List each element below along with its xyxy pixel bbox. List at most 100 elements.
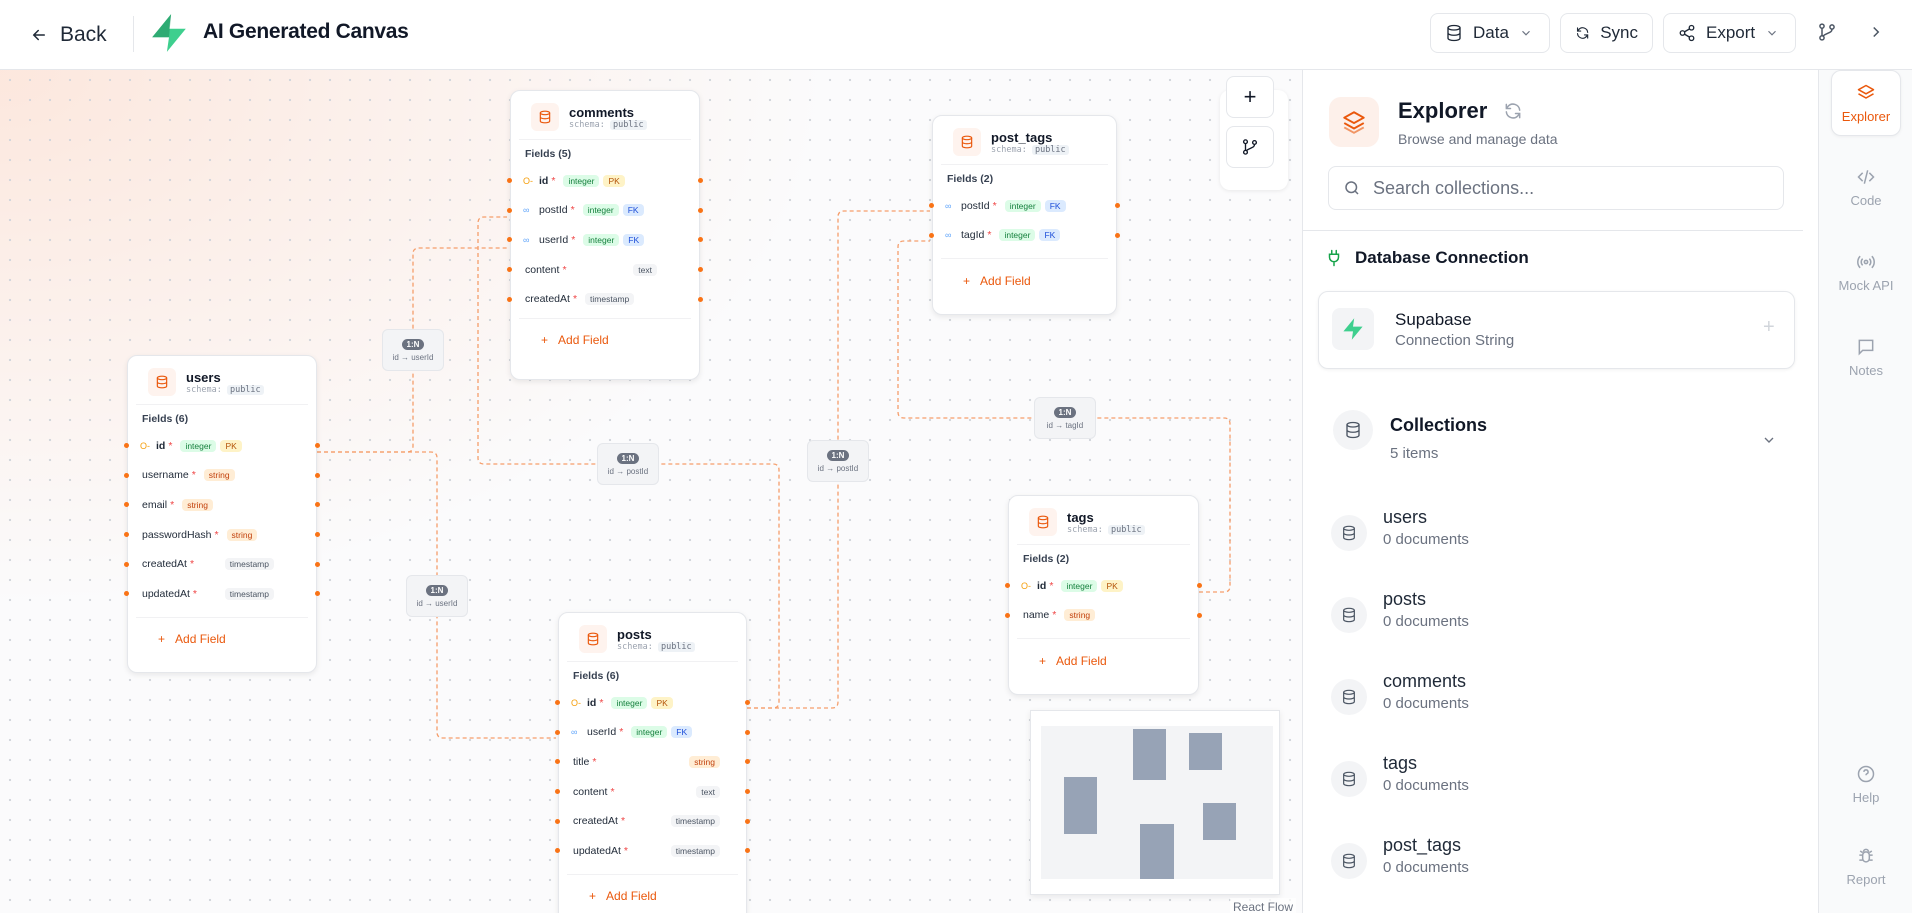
- collection-item-comments[interactable]: comments 0 documents: [1331, 669, 1781, 729]
- canvas-controls: +: [1220, 76, 1288, 190]
- plus-icon: +: [1243, 84, 1257, 109]
- database-icon: [1333, 410, 1373, 450]
- chevron-right-icon[interactable]: [1867, 23, 1885, 41]
- collection-item-post-tags[interactable]: post_tags 0 documents: [1331, 833, 1781, 893]
- field-row[interactable]: createdAt*timestamp: [507, 284, 703, 314]
- rail-notes[interactable]: Notes: [1831, 324, 1901, 390]
- search-input[interactable]: Search collections...: [1328, 166, 1784, 210]
- chevron-down-icon[interactable]: [1761, 432, 1777, 448]
- rail-report[interactable]: Report: [1831, 833, 1901, 899]
- data-dropdown-button[interactable]: Data: [1430, 13, 1550, 53]
- back-button[interactable]: Back: [30, 20, 107, 50]
- add-field-button[interactable]: +Add Field: [567, 873, 738, 913]
- field-row[interactable]: createdAt*timestamp: [124, 549, 320, 579]
- field-row[interactable]: name*string: [1005, 601, 1202, 631]
- schema-name: public: [226, 384, 264, 395]
- collection-name: users: [1383, 507, 1428, 527]
- schema-canvas[interactable]: 1:N id → userId 1:N id → postId 1:N id →…: [0, 70, 1302, 913]
- edge-label[interactable]: 1:N id → postId: [597, 443, 659, 485]
- key-icon: O‑: [571, 697, 581, 708]
- field-row[interactable]: title*string: [555, 747, 750, 777]
- edge-label[interactable]: 1:N id → postId: [807, 440, 869, 482]
- react-flow-attribution[interactable]: React Flow: [1230, 898, 1297, 913]
- collections-title[interactable]: Collections: [1390, 415, 1488, 435]
- field-row[interactable]: updatedAt*timestamp: [555, 836, 750, 866]
- field-row[interactable]: updatedAt*timestamp: [124, 579, 320, 609]
- supabase-connection-card[interactable]: Supabase Connection String +: [1318, 291, 1795, 369]
- app-title: AI Generated Canvas: [203, 20, 409, 43]
- minimap-node: [1140, 824, 1174, 879]
- field-row[interactable]: content*text: [507, 255, 703, 285]
- table-node-post-tags[interactable]: post_tags schema: public Fields (2) ∞pos…: [929, 115, 1120, 315]
- cardinality-badge: 1:N: [401, 338, 425, 350]
- rail-mock-api[interactable]: Mock API: [1831, 239, 1901, 305]
- table-name: posts: [617, 626, 652, 642]
- rail-mock-api-label: Mock API: [1838, 277, 1894, 293]
- connection-name: Supabase: [1395, 310, 1472, 329]
- add-field-button[interactable]: +Add Field: [1017, 638, 1190, 682]
- sync-button[interactable]: Sync: [1560, 13, 1653, 53]
- collection-name: posts: [1383, 589, 1427, 609]
- rail-code[interactable]: Code: [1831, 154, 1901, 220]
- table-node-users[interactable]: users schema: public Fields (6) O‑id*int…: [124, 355, 320, 673]
- edge-label[interactable]: 1:N id → userId: [382, 329, 444, 371]
- supabase-icon: [1332, 308, 1374, 350]
- minimap[interactable]: [1030, 710, 1280, 895]
- cardinality-badge: 1:N: [425, 584, 449, 596]
- field-row[interactable]: email*string: [124, 490, 320, 520]
- add-node-button[interactable]: +: [1226, 76, 1274, 118]
- message-square-icon: [1858, 339, 1874, 355]
- git-branch-icon: [1242, 139, 1258, 155]
- field-row[interactable]: username*string: [124, 461, 320, 491]
- node-header: tags schema: public: [1017, 496, 1190, 545]
- table-node-posts[interactable]: posts schema: public Fields (6) O‑id*int…: [555, 612, 750, 913]
- collection-doc-count: 0 documents: [1383, 859, 1469, 876]
- collection-item-users[interactable]: users 0 documents: [1331, 505, 1781, 565]
- table-node-comments[interactable]: comments schema: public Fields (5) O‑id*…: [507, 90, 703, 380]
- cardinality-badge: 1:N: [616, 452, 640, 464]
- field-row[interactable]: createdAt*timestamp: [555, 806, 750, 836]
- plus-icon[interactable]: +: [1763, 316, 1775, 338]
- edge-label[interactable]: 1:N id → tagId: [1034, 397, 1096, 439]
- bug-icon: [1859, 848, 1873, 863]
- cardinality-badge: 1:N: [826, 449, 850, 461]
- add-field-button[interactable]: +Add Field: [519, 317, 691, 362]
- code-icon: [1857, 169, 1875, 184]
- explorer-panel: Explorer Browse and manage data Search c…: [1302, 70, 1818, 913]
- add-field-button[interactable]: +Add Field: [941, 258, 1108, 302]
- search-placeholder: Search collections...: [1373, 177, 1535, 198]
- rail-help[interactable]: Help: [1831, 751, 1901, 817]
- git-branch-icon[interactable]: [1817, 22, 1837, 42]
- database-icon: [1331, 679, 1367, 715]
- collection-item-tags[interactable]: tags 0 documents: [1331, 751, 1781, 811]
- chevron-down-icon: [1522, 30, 1530, 36]
- auto-layout-button[interactable]: [1226, 126, 1274, 168]
- fields-title: Fields (5): [525, 148, 572, 160]
- arrow-left-icon: [32, 29, 45, 41]
- export-dropdown-button[interactable]: Export: [1663, 13, 1796, 53]
- field-row[interactable]: content*text: [555, 777, 750, 807]
- table-node-tags[interactable]: tags schema: public Fields (2) O‑id*inte…: [1005, 495, 1202, 695]
- back-label: Back: [60, 23, 107, 46]
- collection-item-posts[interactable]: posts 0 documents: [1331, 587, 1781, 647]
- plus-icon: +: [589, 889, 597, 904]
- export-label: Export: [1706, 23, 1756, 42]
- schema-name: public: [1107, 524, 1145, 535]
- minimap-node: [1203, 803, 1236, 840]
- add-field-button[interactable]: +Add Field: [136, 616, 308, 661]
- refresh-icon[interactable]: [1503, 101, 1523, 121]
- schema-label: schema: public: [991, 144, 1069, 155]
- field-row[interactable]: passwordHash*string: [124, 520, 320, 550]
- rail-explorer[interactable]: Explorer: [1831, 70, 1901, 136]
- database-icon: [1331, 597, 1367, 633]
- edge-label[interactable]: 1:N id → userId: [406, 575, 468, 617]
